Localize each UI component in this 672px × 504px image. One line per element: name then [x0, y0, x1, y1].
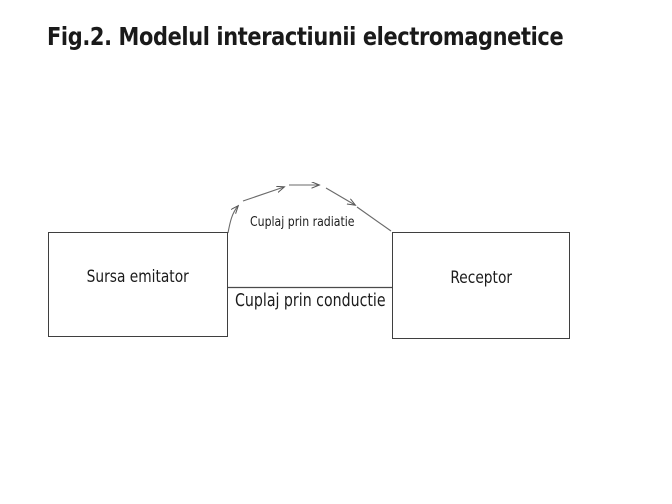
- page-title: Fig.2. Modelul interactiunii electromagn…: [47, 22, 564, 51]
- block-source-emitter[interactable]: Sursa emitator: [48, 232, 228, 337]
- block-source-emitter-label: Sursa emitator: [86, 266, 190, 287]
- block-receiver[interactable]: Receptor: [392, 232, 570, 339]
- block-receiver-label: Receptor: [450, 267, 512, 288]
- edge-label-conduction: Cuplaj prin conductie: [235, 291, 386, 311]
- edge-label-radiation: Cuplaj prin radiatie: [250, 214, 355, 230]
